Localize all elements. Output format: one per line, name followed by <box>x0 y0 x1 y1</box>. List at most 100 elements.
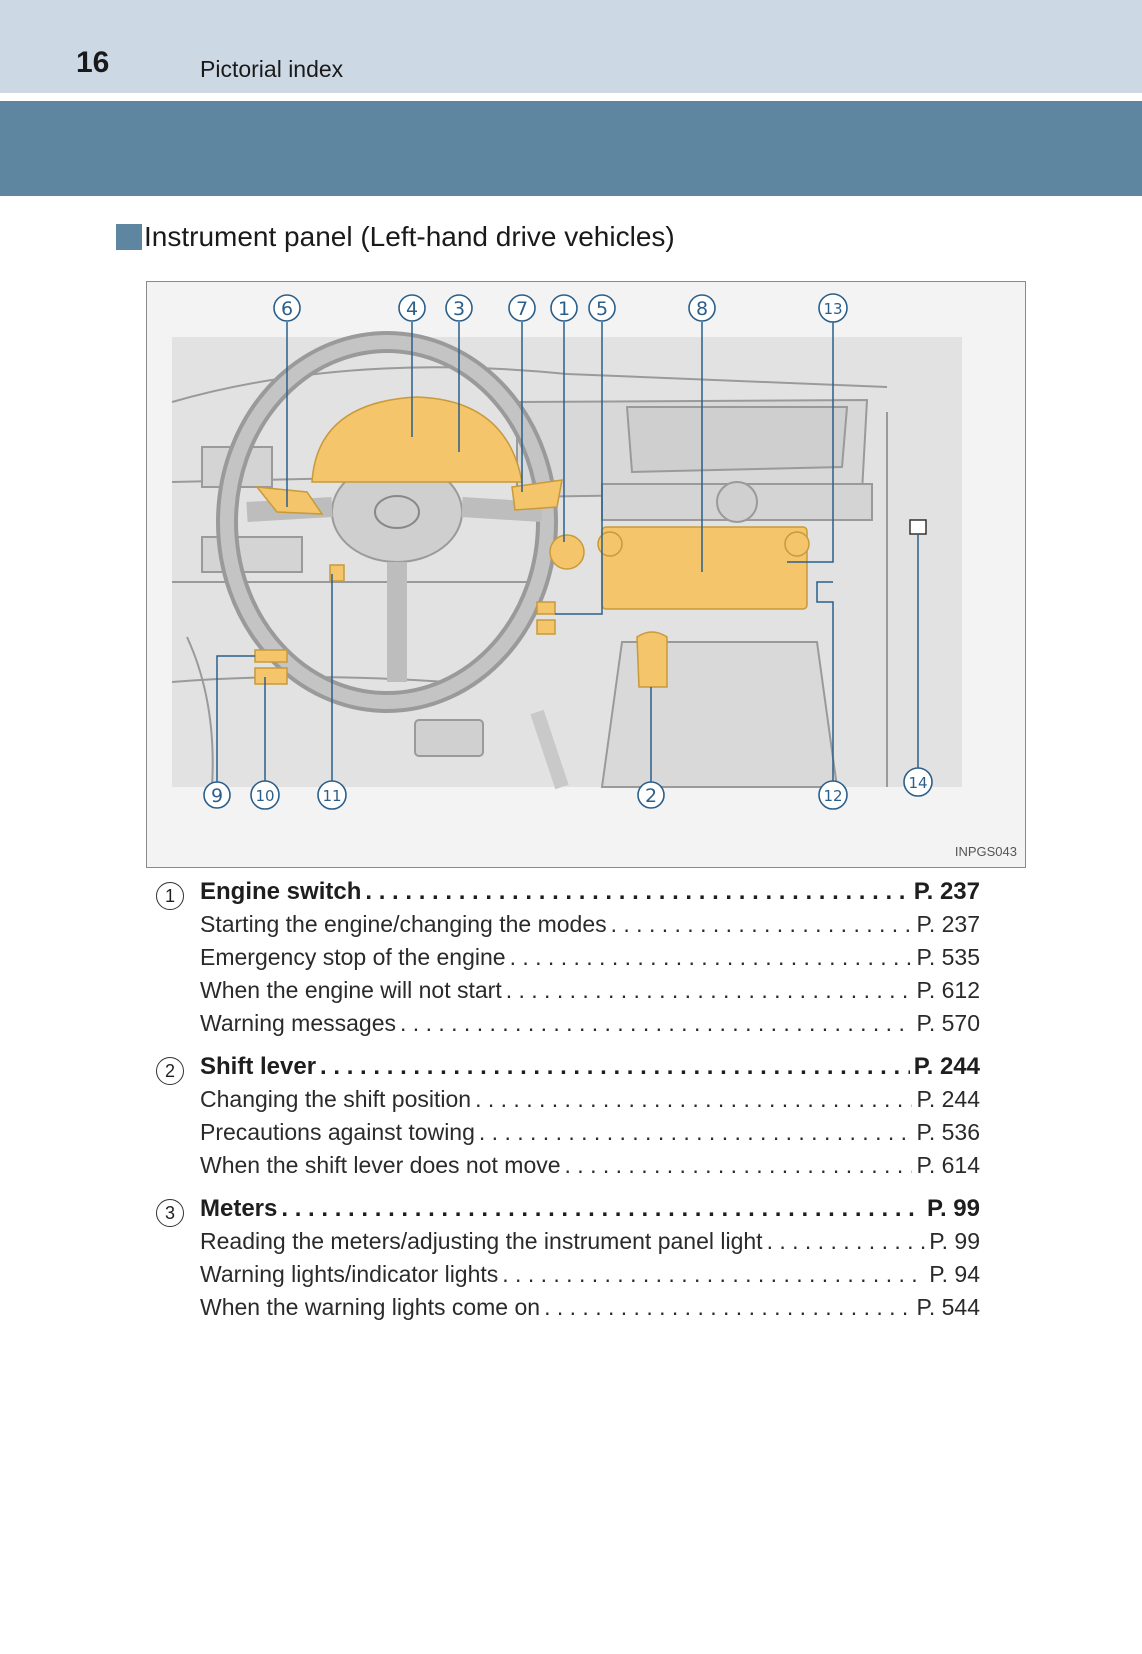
callout-14-label: 14 <box>908 774 927 792</box>
index-subentry: Warning lights/indicator lights P. 94 <box>156 1261 980 1294</box>
instrument-panel-illustration: 6 4 3 7 1 5 8 13 9 10 11 2 12 1 <box>171 293 962 810</box>
subentry-page: P. 237 <box>916 911 980 937</box>
callout-circles: 6 4 3 7 1 5 8 13 9 10 11 2 12 1 <box>203 293 933 810</box>
leader-lines <box>216 322 919 782</box>
index-group-shift-lever: 2 Shift lever P. 244 Changing the shift … <box>156 1053 980 1185</box>
dot-leader <box>365 878 909 906</box>
subentry-page: P. 535 <box>916 944 980 970</box>
callout-8 <box>688 294 716 322</box>
entry-page: P. 244 <box>913 1053 980 1080</box>
dot-leader <box>281 1195 923 1223</box>
callout-7 <box>508 294 536 322</box>
callout-10 <box>250 780 280 810</box>
callout-6-label: 6 <box>281 298 293 320</box>
entry-number: 3 <box>156 1199 184 1227</box>
entry-page: P. 99 <box>927 1195 980 1222</box>
subentry-label: Warning lights/indicator lights <box>200 1261 499 1287</box>
entry-title: Meters <box>200 1195 278 1222</box>
subentry-page: P. 544 <box>916 1294 980 1320</box>
callout-9-label: 9 <box>211 785 223 807</box>
figure-code: INPGS043 <box>954 844 1017 859</box>
dot-leader <box>767 1228 926 1255</box>
instrument-panel-figure: 6 4 3 7 1 5 8 13 9 10 11 2 12 1 <box>146 281 1026 868</box>
index-group-meters: 3 Meters P. 99 Reading the meters/adjust… <box>156 1195 980 1327</box>
subentry-label: Emergency stop of the engine <box>200 944 506 970</box>
highlighted-components <box>254 396 810 688</box>
index-subentry: Warning messages P. 570 <box>156 1010 980 1043</box>
entry-page: P. 237 <box>913 878 980 905</box>
entry-number: 1 <box>156 882 184 910</box>
chapter-band <box>0 101 1142 196</box>
subentry-label: Reading the meters/adjusting the instrum… <box>200 1228 763 1254</box>
subentry-label: Precautions against towing <box>200 1119 475 1145</box>
dot-leader <box>475 1086 912 1113</box>
entry-title: Engine switch <box>200 878 362 905</box>
dot-leader <box>400 1010 912 1037</box>
callout-13 <box>818 293 848 323</box>
callout-11-label: 11 <box>322 787 341 805</box>
page-number: 16 <box>76 46 110 79</box>
index-list: 1 Engine switch P. 237 Starting the engi… <box>156 878 980 1337</box>
index-subentry: When the warning lights come on P. 544 <box>156 1294 980 1327</box>
dot-leader <box>510 944 913 971</box>
dot-leader <box>320 1053 910 1081</box>
callout-5 <box>588 294 616 322</box>
callout-8-label: 8 <box>696 298 708 320</box>
index-entry-title: 1 Engine switch P. 237 <box>156 878 980 911</box>
callout-4-label: 4 <box>406 298 418 320</box>
subentry-label: When the shift lever does not move <box>200 1152 561 1178</box>
callout-3 <box>445 294 473 322</box>
dot-leader <box>565 1152 913 1179</box>
callout-1-label: 1 <box>558 298 570 320</box>
index-subentry: When the shift lever does not move P. 61… <box>156 1152 980 1185</box>
subentry-page: P. 614 <box>916 1152 980 1178</box>
callout-14 <box>903 767 933 797</box>
subentry-label: When the warning lights come on <box>200 1294 541 1320</box>
subentry-page: P. 244 <box>916 1086 980 1112</box>
callout-4 <box>398 294 426 322</box>
index-entry-title: 2 Shift lever P. 244 <box>156 1053 980 1086</box>
index-subentry: Starting the engine/changing the modes P… <box>156 911 980 944</box>
subentry-page: P. 94 <box>929 1261 980 1287</box>
section-heading: Instrument panel (Left-hand drive vehicl… <box>116 220 675 254</box>
header-divider <box>0 93 1142 101</box>
callout-5-label: 5 <box>596 298 608 320</box>
subentry-label: Starting the engine/changing the modes <box>200 911 607 937</box>
callout-6 <box>273 294 301 322</box>
entry-title: Shift lever <box>200 1053 317 1080</box>
index-subentry: When the engine will not start P. 612 <box>156 977 980 1010</box>
subentry-page: P. 612 <box>916 977 980 1003</box>
callout-10-label: 10 <box>255 787 274 805</box>
index-subentry: Precautions against towing P. 536 <box>156 1119 980 1152</box>
callout-12 <box>818 780 848 810</box>
callout-12-label: 12 <box>823 787 842 805</box>
callout-13-label: 13 <box>823 300 842 318</box>
callout-2 <box>637 781 665 809</box>
dot-leader <box>502 1261 925 1288</box>
subentry-label: Changing the shift position <box>200 1086 472 1112</box>
callout-7-label: 7 <box>516 298 528 320</box>
subentry-label: When the engine will not start <box>200 977 502 1003</box>
subentry-page: P. 99 <box>929 1228 980 1254</box>
dot-leader <box>611 911 913 938</box>
index-subentry: Changing the shift position P. 244 <box>156 1086 980 1119</box>
dot-leader <box>506 977 913 1004</box>
subentry-page: P. 536 <box>916 1119 980 1145</box>
header-title: Pictorial index <box>200 56 344 82</box>
dot-leader <box>479 1119 913 1146</box>
index-group-engine-switch: 1 Engine switch P. 237 Starting the engi… <box>156 878 980 1043</box>
header-band <box>0 0 1142 93</box>
subentry-label: Warning messages <box>200 1010 397 1036</box>
square-bullet-icon <box>116 224 142 250</box>
section-title: Instrument panel (Left-hand drive vehicl… <box>144 221 675 252</box>
callout-11 <box>317 780 347 810</box>
index-subentry: Reading the meters/adjusting the instrum… <box>156 1228 980 1261</box>
entry-number: 2 <box>156 1057 184 1085</box>
callout-9 <box>203 781 231 809</box>
callout-2-label: 2 <box>645 785 657 807</box>
index-entry-title: 3 Meters P. 99 <box>156 1195 980 1228</box>
callout-1 <box>550 294 578 322</box>
callout-3-label: 3 <box>453 298 465 320</box>
dot-leader <box>544 1294 912 1321</box>
subentry-page: P. 570 <box>916 1010 980 1036</box>
